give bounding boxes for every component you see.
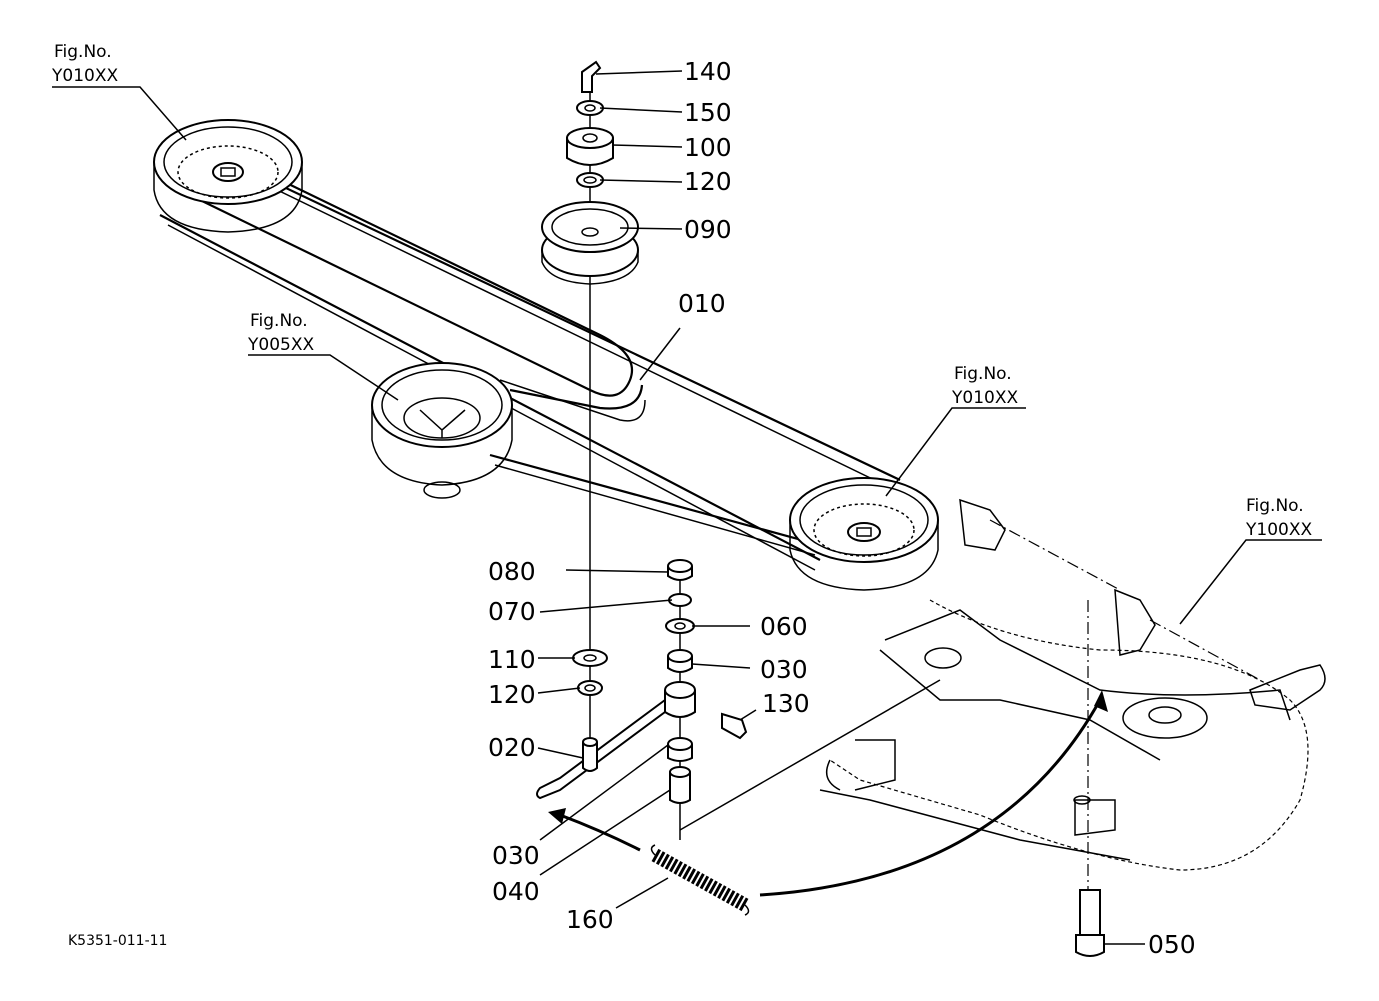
part-number-label: 100 [684, 133, 732, 162]
fig-ref-prefix: Fig.No. [54, 42, 112, 62]
part-number-label: 080 [488, 557, 536, 586]
part-number-label: 040 [492, 877, 540, 906]
part-number-label: 070 [488, 597, 536, 626]
part-number-label: 140 [684, 57, 732, 86]
part-numbers: 140 150 100 120 090 010 080 070 060 110 … [488, 57, 1196, 959]
right-pulley [789, 477, 939, 591]
drawing-code: K5351-011-11 [68, 933, 167, 949]
part-number-label: 150 [684, 98, 732, 127]
fig-ref-code: Y100XX [1245, 520, 1312, 540]
part-number-label: 030 [492, 841, 540, 870]
part-number-label: 020 [488, 733, 536, 762]
part-number-label: 130 [762, 689, 810, 718]
fig-ref-code: Y010XX [51, 66, 118, 86]
part-number-label: 050 [1148, 930, 1196, 959]
tension-pulley-stack [541, 60, 639, 760]
fig-ref-prefix: Fig.No. [250, 311, 308, 331]
part-number-label: 010 [678, 289, 726, 318]
part-number-label: 160 [566, 905, 614, 934]
part-number-label: 110 [488, 645, 536, 674]
part-number-label: 120 [684, 167, 732, 196]
fig-ref-code: Y005XX [247, 335, 314, 355]
left-pulley [153, 119, 303, 233]
part-number-label: 030 [760, 655, 808, 684]
fig-ref-code: Y010XX [951, 388, 1018, 408]
tension-arm [536, 559, 941, 840]
leader-lines [52, 70, 1322, 945]
bolt-050 [1075, 889, 1105, 957]
v-belt [159, 139, 901, 571]
figure-references: Fig.No. Y010XX Fig.No. Y005XX Fig.No. Y0… [51, 42, 1312, 540]
part-number-label: 060 [760, 612, 808, 641]
fig-ref-prefix: Fig.No. [1246, 496, 1304, 516]
part-number-label: 090 [684, 215, 732, 244]
mower-deck [819, 498, 1326, 890]
part-number-label: 120 [488, 680, 536, 709]
fig-ref-prefix: Fig.No. [954, 364, 1012, 384]
middle-pulley [371, 362, 513, 499]
tension-spring [548, 690, 1108, 916]
